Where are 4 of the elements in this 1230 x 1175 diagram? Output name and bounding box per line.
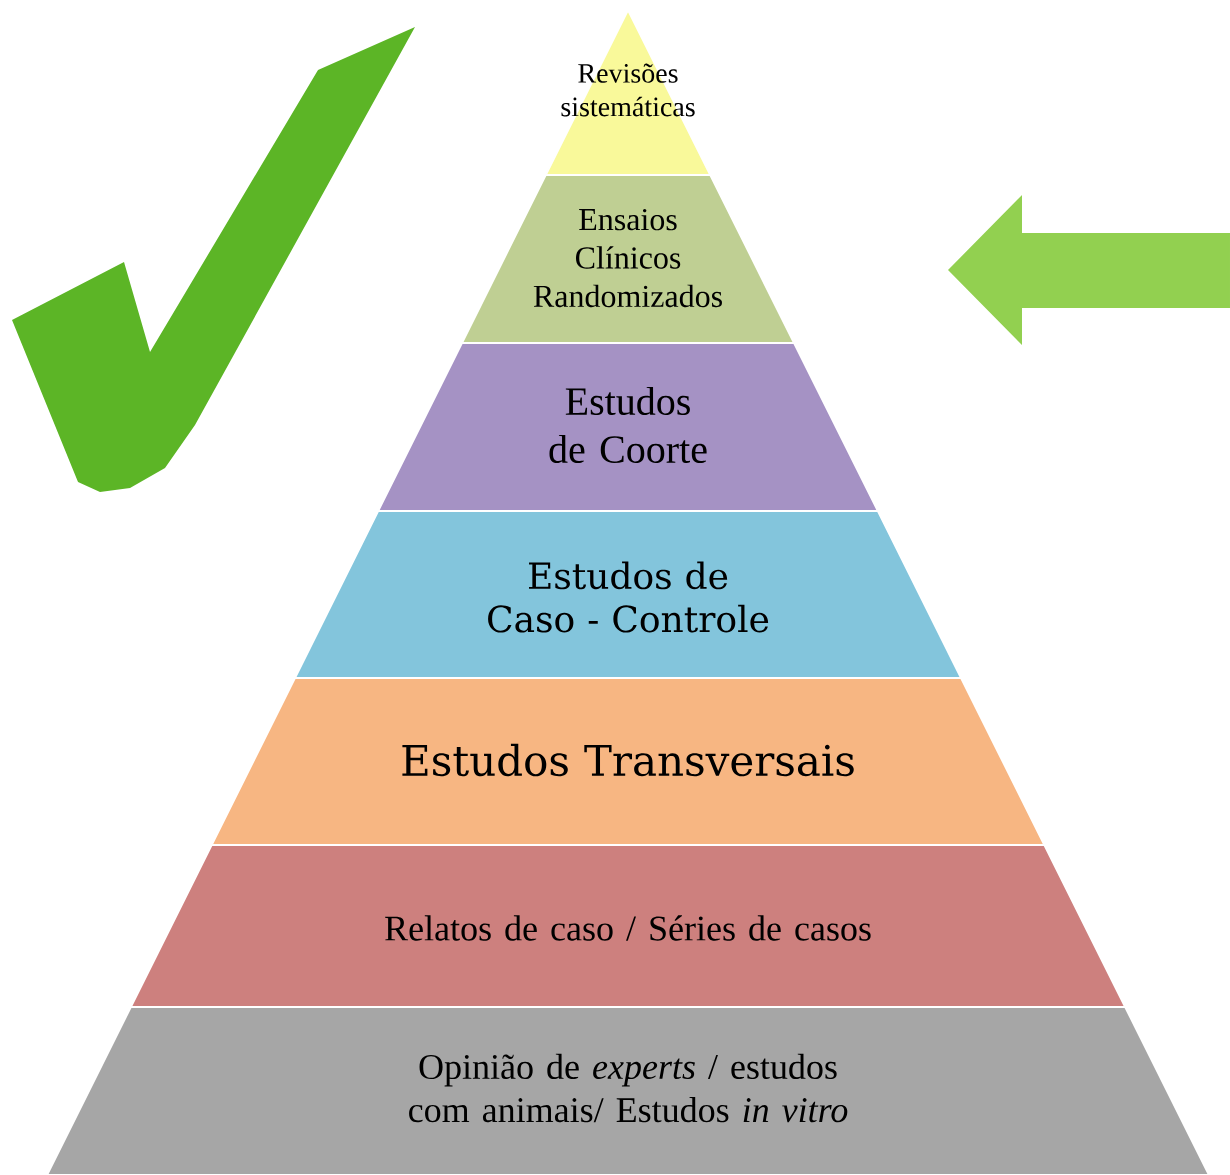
pyramid-level: Estudos Transversais	[210, 677, 1047, 846]
pyramid-level: Relatos de caso / Séries de casos	[129, 844, 1127, 1008]
pyramid-level: Ensaios Clínicos Randomizados	[460, 174, 796, 344]
pyramid-level: Estudos de Caso - Controle	[293, 510, 963, 679]
